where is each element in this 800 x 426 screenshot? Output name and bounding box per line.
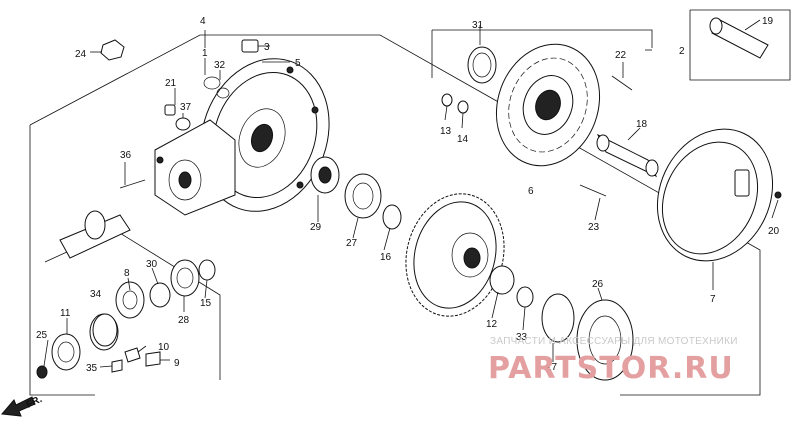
callout-15: 15 bbox=[200, 298, 212, 309]
pinion-shaft bbox=[36, 210, 216, 379]
callout-29: 29 bbox=[310, 222, 322, 233]
callout-26: 26 bbox=[592, 279, 604, 290]
callout-37: 37 bbox=[180, 102, 192, 113]
callout-20: 20 bbox=[768, 226, 780, 237]
callout-3: 3 bbox=[264, 42, 270, 53]
watermark-subtitle: ЗАПЧАСТИ И АКСЕССУАРЫ ДЛЯ МОТОТЕХНИКИ bbox=[490, 336, 738, 347]
callout-7: 7 bbox=[710, 294, 716, 305]
callout-30: 30 bbox=[146, 259, 158, 270]
callout-32: 32 bbox=[214, 60, 226, 71]
middle-bearings bbox=[310, 156, 402, 230]
callout-17: 17 bbox=[546, 362, 558, 373]
final-drive-housing bbox=[154, 58, 330, 216]
callout-18: 18 bbox=[636, 119, 648, 130]
callout-25: 25 bbox=[36, 330, 48, 341]
bearing-holder bbox=[441, 43, 633, 197]
seals-and-rings bbox=[92, 293, 634, 381]
front-direction-label: FR. bbox=[25, 394, 44, 411]
callout-4: 4 bbox=[200, 16, 206, 27]
callout-34: 34 bbox=[90, 289, 102, 300]
callout-14: 14 bbox=[457, 134, 469, 145]
callout-13: 13 bbox=[440, 126, 452, 137]
watermark: ЗАПЧАСТИ И АКСЕССУАРЫ ДЛЯ МОТОТЕХНИКИ PA… bbox=[488, 336, 738, 386]
callout-23: 23 bbox=[588, 222, 600, 233]
callout-11: 11 bbox=[60, 308, 71, 319]
callout-21: 21 bbox=[165, 78, 177, 89]
callout-36: 36 bbox=[120, 150, 132, 161]
callout-16: 16 bbox=[380, 252, 392, 263]
callout-19: 19 bbox=[762, 16, 774, 27]
drum-hub bbox=[656, 128, 782, 262]
callout-5: 5 bbox=[295, 58, 301, 69]
callout-1: 1 bbox=[202, 48, 208, 59]
callout-9: 9 bbox=[174, 358, 180, 369]
collars bbox=[596, 17, 769, 178]
callout-6: 6 bbox=[528, 186, 534, 197]
callout-2: 2 bbox=[679, 46, 685, 57]
callout-8: 8 bbox=[124, 268, 130, 279]
callout-35: 35 bbox=[86, 363, 98, 374]
callout-22: 22 bbox=[615, 50, 627, 61]
callout-28: 28 bbox=[178, 315, 190, 326]
callout-labels: 4 1 3 5 32 21 37 24 36 29 27 16 31 2 22 … bbox=[36, 16, 780, 374]
front-direction-arrow: FR. bbox=[1, 394, 44, 417]
callout-12: 12 bbox=[486, 319, 498, 330]
ring-gear bbox=[405, 193, 534, 317]
callout-33: 33 bbox=[516, 332, 528, 343]
callout-24: 24 bbox=[75, 49, 87, 60]
callout-27: 27 bbox=[346, 238, 358, 249]
callout-10: 10 bbox=[158, 342, 170, 353]
callout-leaders bbox=[43, 19, 779, 368]
callout-31: 31 bbox=[472, 20, 484, 31]
watermark-brand: PARTSTOR.RU bbox=[488, 351, 734, 386]
